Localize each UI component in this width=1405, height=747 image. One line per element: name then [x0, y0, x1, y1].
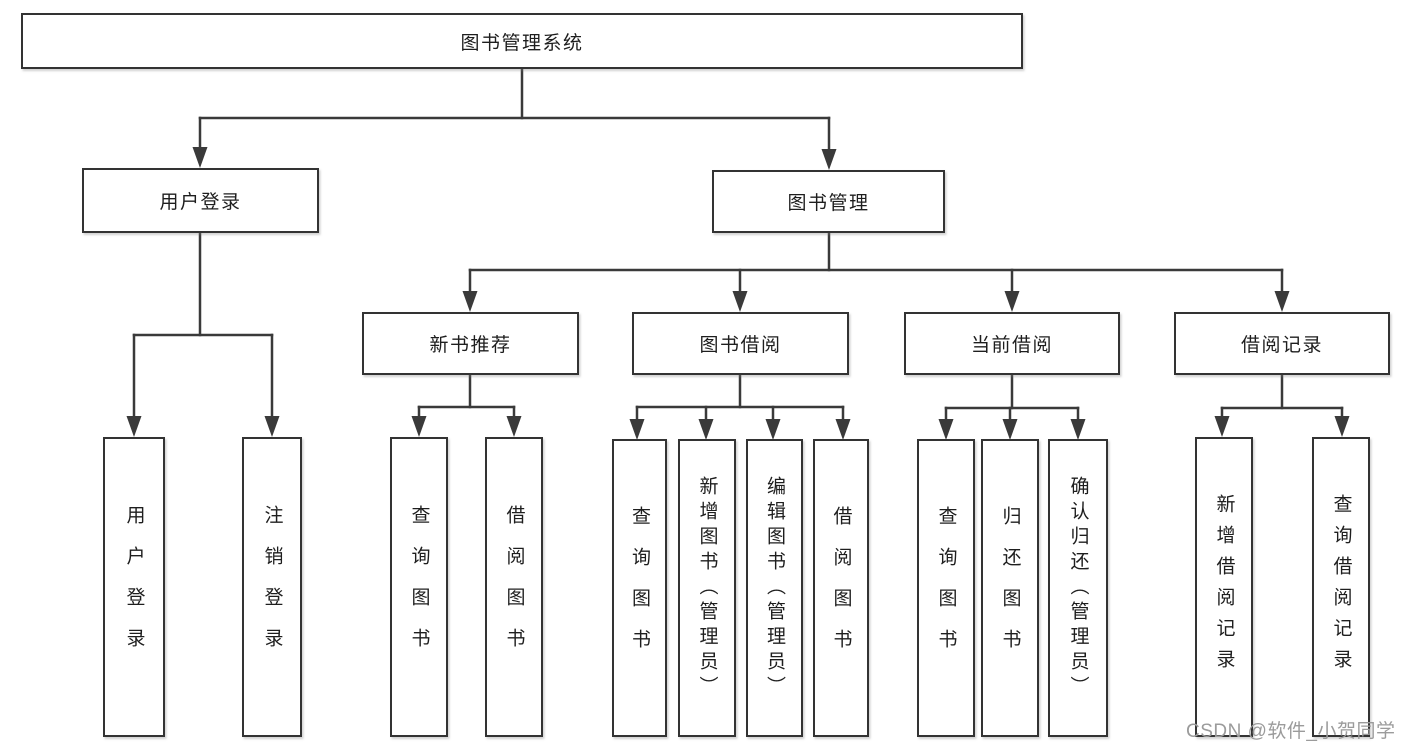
arrowhead-icon — [1002, 419, 1018, 440]
node-borrow-records-label: 借阅记录 — [1240, 335, 1323, 356]
arrowhead-icon — [732, 291, 748, 312]
node-current-borrow-label: 当前借阅 — [970, 335, 1053, 356]
arrowhead-icon — [264, 416, 280, 437]
node-logout-leaf-label: 注销登录 — [261, 505, 283, 669]
node-confirm-return-admin: 确认归还（管理员） — [1048, 439, 1108, 737]
arrowhead-icon — [765, 419, 781, 440]
node-edit-book-admin: 编辑图书（管理员） — [746, 439, 803, 737]
node-user-login-branch: 用户登录 — [82, 168, 319, 233]
node-query-book-recommend: 查询图书 — [390, 437, 448, 737]
node-new-book-recommend-label: 新书推荐 — [429, 335, 512, 356]
arrowhead-icon — [938, 419, 954, 440]
arrowhead-icon — [1274, 291, 1290, 312]
node-add-borrow-record: 新增借阅记录 — [1195, 437, 1253, 737]
node-root-label: 图书管理系统 — [460, 32, 584, 54]
arrowhead-icon — [835, 419, 851, 440]
node-return-book: 归还图书 — [981, 439, 1039, 737]
node-root: 图书管理系统 — [21, 13, 1023, 69]
arrowhead-icon — [1004, 291, 1020, 312]
arrowhead-icon — [462, 291, 478, 312]
node-query-book-recommend-label: 查询图书 — [408, 505, 430, 669]
arrowhead-icon — [506, 416, 522, 437]
node-query-book-borrow-label: 查询图书 — [629, 506, 650, 670]
node-edit-book-admin-label: 编辑图书（管理员） — [764, 475, 785, 701]
node-borrow-book-recommend-label: 借阅图书 — [503, 505, 525, 669]
node-logout-leaf: 注销登录 — [242, 437, 302, 737]
node-user-login-leaf-label: 用户登录 — [123, 505, 145, 669]
node-current-borrow: 当前借阅 — [904, 312, 1120, 375]
arrowhead-icon — [1334, 416, 1350, 437]
node-book-management-branch: 图书管理 — [712, 170, 945, 233]
node-query-book-current-label: 查询图书 — [935, 506, 957, 670]
node-book-management-branch-label: 图书管理 — [787, 193, 870, 214]
node-add-book-admin-label: 新增图书（管理员） — [696, 475, 718, 701]
node-book-borrow: 图书借阅 — [632, 312, 849, 375]
node-borrow-book-leaf-label: 借阅图书 — [830, 506, 852, 670]
node-new-book-recommend: 新书推荐 — [362, 312, 579, 375]
node-return-book-label: 归还图书 — [999, 506, 1021, 670]
node-book-borrow-label: 图书借阅 — [699, 335, 782, 356]
arrowhead-icon — [1214, 416, 1230, 437]
arrowhead-icon — [192, 147, 208, 168]
node-add-borrow-record-label: 新增借阅记录 — [1213, 494, 1235, 680]
csdn-watermark: CSDN @软件_小贺同学 — [1186, 721, 1396, 742]
node-query-borrow-record: 查询借阅记录 — [1312, 437, 1370, 737]
arrowhead-icon — [126, 416, 142, 437]
node-confirm-return-admin-label: 确认归还（管理员） — [1067, 475, 1089, 701]
arrowhead-icon — [821, 149, 837, 170]
node-user-login-leaf: 用户登录 — [103, 437, 165, 737]
node-user-login-branch-label: 用户登录 — [159, 192, 242, 213]
node-borrow-book-recommend: 借阅图书 — [485, 437, 543, 737]
arrowhead-icon — [411, 416, 427, 437]
node-query-book-borrow: 查询图书 — [612, 439, 667, 737]
node-query-book-current: 查询图书 — [917, 439, 975, 737]
arrowhead-icon — [1070, 419, 1086, 440]
node-borrow-book-leaf: 借阅图书 — [813, 439, 869, 737]
arrowhead-icon — [629, 419, 645, 440]
node-borrow-records: 借阅记录 — [1174, 312, 1390, 375]
node-query-borrow-record-label: 查询借阅记录 — [1330, 494, 1352, 680]
arrowhead-icon — [698, 419, 714, 440]
node-add-book-admin: 新增图书（管理员） — [678, 439, 736, 737]
